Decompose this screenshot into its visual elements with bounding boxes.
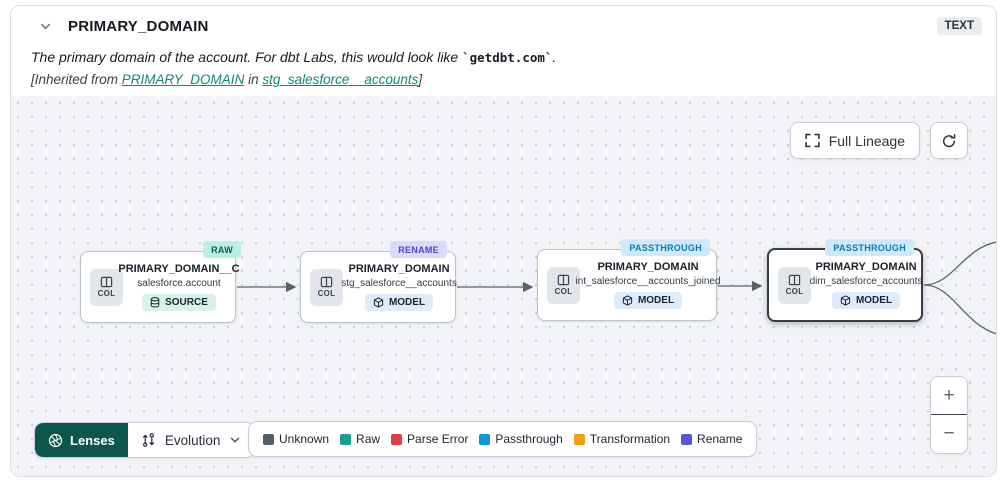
lineage-node-int[interactable]: PASSTHROUGH COL PRIMARY_DOMAIN int_sales… xyxy=(537,239,721,321)
description-code: `getdbt.com` xyxy=(462,50,553,65)
resource-badge-model: MODEL xyxy=(831,292,901,309)
node-subtitle: dim_salesforce_accounts xyxy=(809,276,923,287)
lens-tag: RENAME xyxy=(390,241,447,258)
legend-swatch xyxy=(681,433,693,445)
zoom-controls: + − xyxy=(930,376,968,454)
column-title: PRIMARY_DOMAIN xyxy=(68,17,209,35)
node-subtitle: stg_salesforce__accounts xyxy=(341,278,457,289)
node-subtitle: salesforce.account xyxy=(137,278,221,289)
columns-icon xyxy=(100,276,113,288)
node-subtitle: int_salesforce__accounts_joined xyxy=(575,276,721,287)
aperture-icon xyxy=(48,433,63,448)
columns-icon xyxy=(320,276,333,288)
column-chip: COL xyxy=(778,266,811,304)
columns-icon xyxy=(557,274,570,286)
legend-swatch xyxy=(340,433,352,445)
column-details-card: PRIMARY_DOMAIN TEXT The primary domain o… xyxy=(10,5,997,477)
lineage-node-stg[interactable]: RENAME COL PRIMARY_DOMAIN stg_salesforce… xyxy=(300,241,457,323)
column-chip: COL xyxy=(310,268,343,306)
column-description: The primary domain of the account. For d… xyxy=(31,49,557,65)
inherited-column-link[interactable]: PRIMARY_DOMAIN xyxy=(121,72,245,87)
cube-icon xyxy=(622,295,633,306)
lenses-button[interactable]: Lenses xyxy=(35,423,128,457)
column-header: PRIMARY_DOMAIN TEXT xyxy=(11,6,996,35)
legend-item-transformation: Transformation xyxy=(573,432,670,446)
legend-item-passthrough: Passthrough xyxy=(479,432,563,446)
columns-icon xyxy=(788,274,801,286)
zoom-out-button[interactable]: − xyxy=(931,415,967,453)
column-chip: COL xyxy=(90,268,123,306)
inherited-note: [Inherited from PRIMARY_DOMAIN in stg_sa… xyxy=(31,72,423,87)
legend-swatch xyxy=(263,433,274,445)
column-chip: COL xyxy=(547,266,580,304)
lens-tag: PASSTHROUGH xyxy=(621,239,710,256)
lens-tag: RAW xyxy=(203,241,241,258)
legend-swatch xyxy=(573,433,585,445)
cube-icon xyxy=(373,297,384,308)
expand-icon xyxy=(804,133,820,148)
selected-lens-label: Evolution xyxy=(164,432,221,448)
edge-dim-out-top xyxy=(923,241,996,286)
zoom-in-button[interactable]: + xyxy=(931,377,967,415)
legend-swatch xyxy=(479,433,491,445)
legend-item-rename: Rename xyxy=(681,432,742,446)
database-icon xyxy=(150,297,160,308)
legend-item-unknown: Unknown xyxy=(263,432,329,446)
legend-swatch xyxy=(391,433,403,445)
lineage-node-dim[interactable]: PASSTHROUGH COL PRIMARY_DOMAIN dim_sales… xyxy=(767,239,923,322)
refresh-icon xyxy=(941,133,957,149)
lineage-canvas[interactable]: Full Lineage RAW COL PRIMARY_DOMAIN__C s… xyxy=(11,96,996,476)
full-lineage-label: Full Lineage xyxy=(828,132,905,149)
resource-badge-source: SOURCE xyxy=(142,294,216,311)
lens-tag: PASSTHROUGH xyxy=(825,239,914,256)
lens-legend: Unknown Raw Parse Error Passthrough Tran… xyxy=(248,421,758,457)
lenses-label: Lenses xyxy=(70,432,115,448)
description-text: The primary domain of the account. For d… xyxy=(31,49,463,65)
evolution-icon xyxy=(141,432,156,448)
node-title: PRIMARY_DOMAIN xyxy=(815,261,917,273)
full-lineage-button[interactable]: Full Lineage xyxy=(789,122,920,159)
node-title: PRIMARY_DOMAIN xyxy=(348,263,450,275)
node-title: PRIMARY_DOMAIN xyxy=(597,261,699,273)
inherited-model-link[interactable]: stg_salesforce__accounts xyxy=(262,72,419,87)
column-type-badge: TEXT xyxy=(936,17,982,35)
lineage-node-source[interactable]: RAW COL PRIMARY_DOMAIN__C salesforce.acc… xyxy=(80,241,241,323)
refresh-button[interactable] xyxy=(930,122,968,159)
cube-icon xyxy=(840,295,851,306)
node-title: PRIMARY_DOMAIN__C xyxy=(118,263,240,275)
edge-dim-out-bottom xyxy=(923,284,996,335)
resource-badge-model: MODEL xyxy=(613,292,683,309)
legend-item-raw: Raw xyxy=(340,432,380,446)
lenses-control: Lenses Evolution xyxy=(34,422,256,458)
resource-badge-model: MODEL xyxy=(364,294,434,311)
legend-item-parse-error: Parse Error xyxy=(391,432,468,446)
collapse-chevron-icon[interactable] xyxy=(39,20,52,33)
lens-dropdown[interactable]: Evolution xyxy=(127,423,255,457)
chevron-down-icon xyxy=(229,434,241,446)
